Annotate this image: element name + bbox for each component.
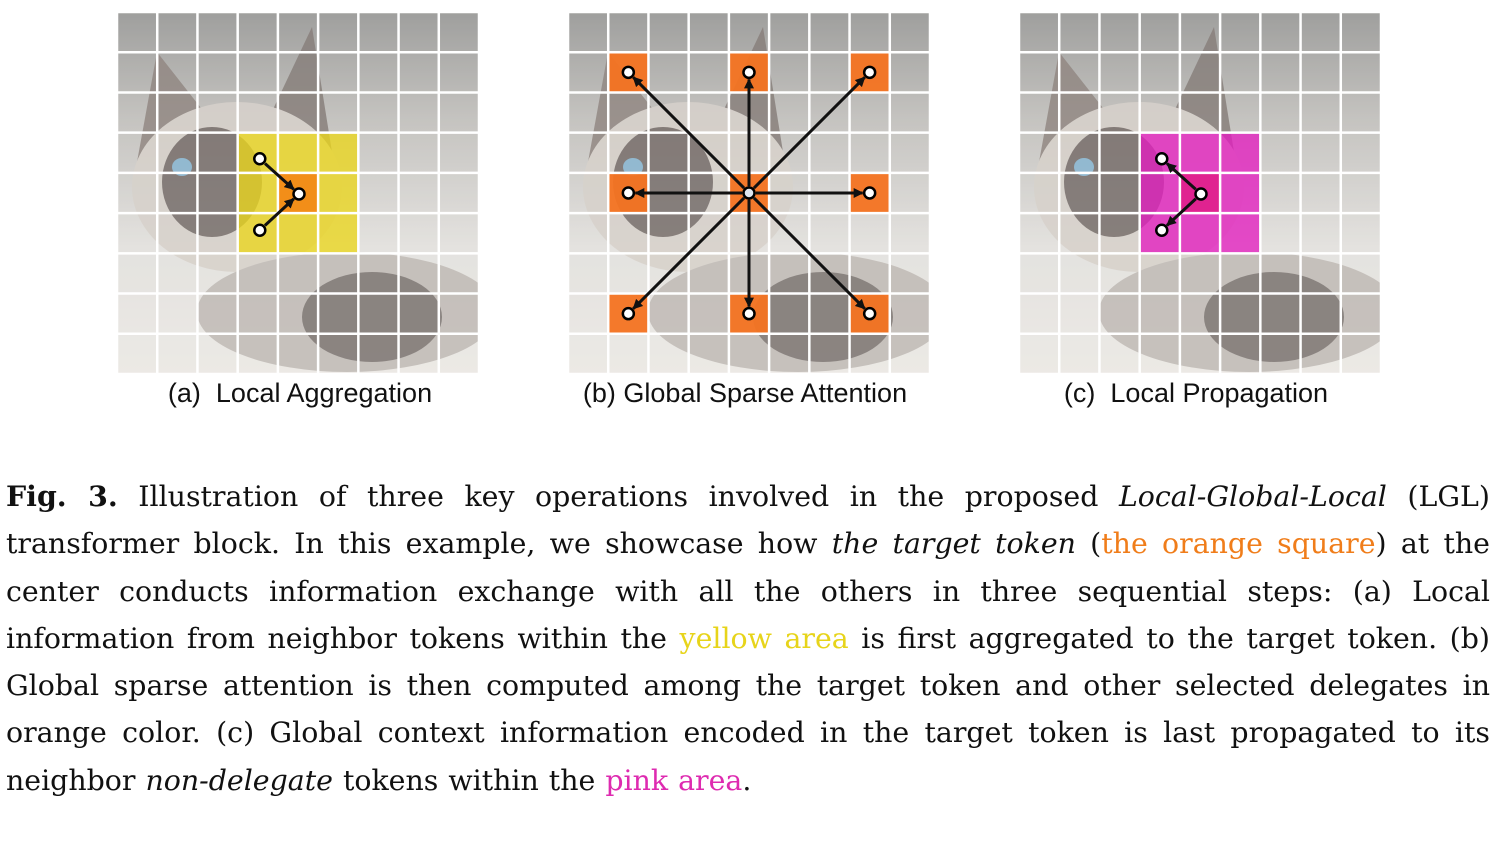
subcaption-b: (b) Global Sparse Attention [582,378,908,408]
neighbor-token-dot [253,223,267,237]
neighbor-token-dot [1155,223,1169,237]
caption-lgl-italic: Local-Global-Local [1118,480,1387,513]
caption-text-4: ) at the center conducts information exc… [6,527,1490,655]
attention-arrow [744,188,866,310]
panel-global-sparse-attention [568,12,930,374]
panel-local-aggregation [117,12,479,374]
caption-nondelegate-italic: non-delegate [145,763,333,797]
caption-orange-text: the orange square [1101,527,1376,561]
delegate-token-dot [862,65,877,80]
token-grid [117,12,479,374]
caption-yellow-text: yellow area [679,621,849,655]
attention-arrow [744,76,866,198]
target-token-dot [292,187,306,201]
attention-arrow [632,76,754,198]
panel-local-propagation [1019,12,1381,374]
caption-text-3: ( [1075,527,1102,561]
delegate-token-dot [621,186,636,200]
target-token-dot [1194,187,1208,201]
delegate-token-dot [862,186,877,200]
token-grid [1019,12,1381,374]
delegate-token-dot [742,65,756,80]
caption-text-1: Illustration of three key operations inv… [117,480,1119,513]
caption-text-2: (LGL) transformer block. In this example… [6,480,1490,561]
delegate-token-dot [621,306,636,321]
figure-caption: Fig. 3. Illustration of three key operat… [6,473,1490,804]
delegate-token-dot [862,306,877,321]
target-token-dot [742,186,756,200]
subcaption-a: (a) Local Aggregation [167,378,433,408]
propagate-arrow-upper [1165,162,1197,191]
attention-arrow [632,188,754,310]
delegate-token-dot [742,306,756,321]
local-aggregation-diagram [117,12,479,374]
neighbor-token-dot [253,152,267,166]
neighbor-token-dot [1155,152,1169,166]
propagate-arrow-lower [1165,197,1197,227]
caption-text-5: is first aggregated to the target token.… [6,621,1490,797]
caption-text-7: . [742,763,752,797]
figure-label: Fig. 3. [6,479,118,513]
delegate-token-dot [621,65,636,80]
subcaption-c: (c) Local Propagation [1063,378,1329,408]
caption-text-6: tokens within the [332,763,606,797]
local-propagation-diagram [1019,12,1381,374]
caption-target-italic: the target token [831,527,1076,561]
global-sparse-attention-diagram [568,12,930,374]
aggregate-arrow-upper [263,162,295,191]
caption-pink-text: pink area [605,763,743,797]
aggregate-arrow-lower [263,197,295,227]
